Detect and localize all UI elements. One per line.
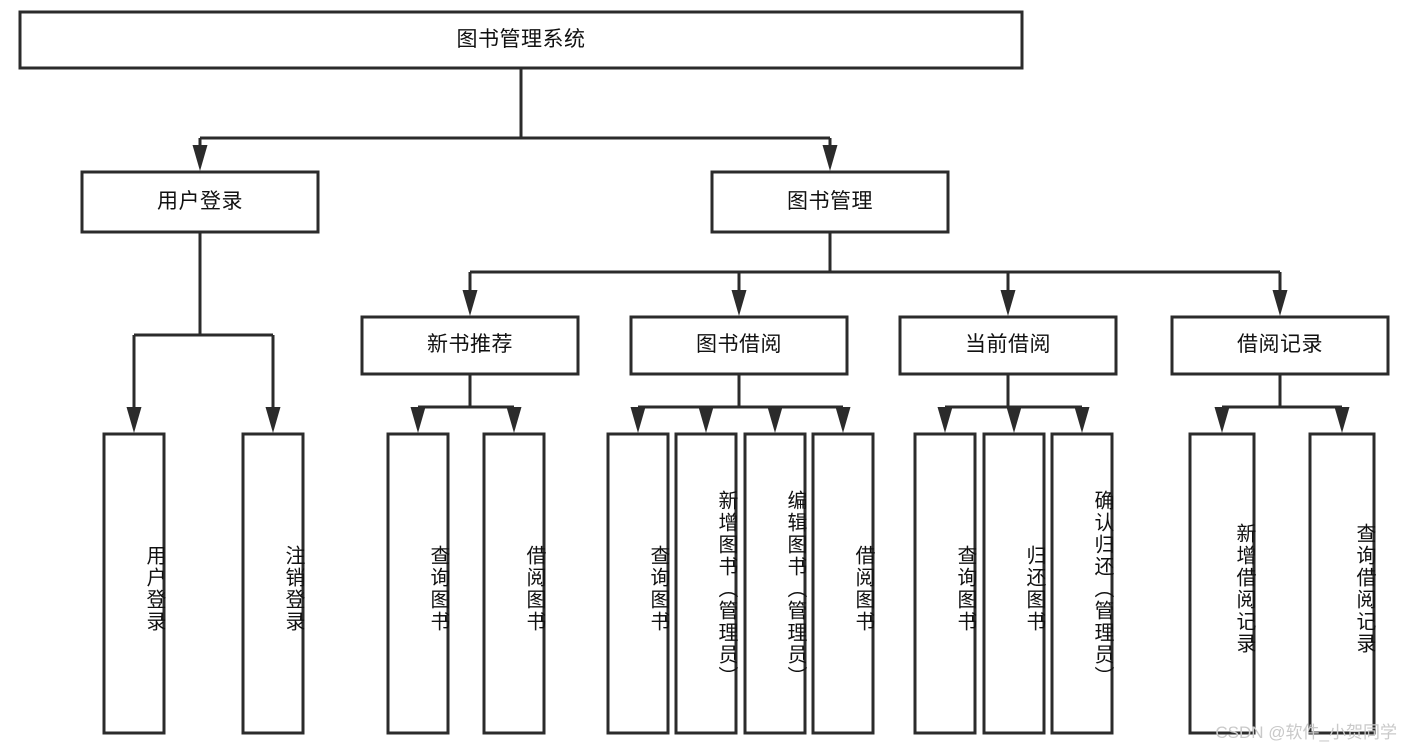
node-leaf-add-record[interactable]	[1190, 434, 1254, 733]
arrow-head-icon	[1074, 407, 1090, 433]
arrow-head-icon	[410, 407, 426, 433]
arrow-head-icon	[937, 407, 953, 433]
node-box-leaf-return-book[interactable]	[982, 432, 1046, 735]
node-leaf-query-book-2[interactable]	[608, 434, 668, 733]
watermark: CSDN @软件_小贺同学	[1215, 723, 1397, 742]
edge-layer	[126, 68, 1350, 433]
arrow-head-icon	[822, 145, 838, 171]
node-box-leaf-user-logout[interactable]	[241, 432, 305, 735]
node-box-new-book-rec[interactable]	[360, 315, 580, 376]
node-leaf-confirm-return[interactable]	[1052, 434, 1112, 733]
arrow-head-icon	[462, 290, 478, 316]
node-box-leaf-query-book-3[interactable]	[913, 432, 977, 735]
arrow-head-icon	[630, 407, 646, 433]
arrow-head-icon	[506, 407, 522, 433]
arrow-head-icon	[698, 407, 714, 433]
arrow-head-icon	[835, 407, 851, 433]
node-leaf-query-book-3[interactable]	[915, 434, 975, 733]
node-layer	[18, 10, 1390, 735]
arrow-head-icon	[126, 407, 142, 433]
node-box-user-login[interactable]	[80, 170, 320, 234]
node-leaf-borrow-book-2[interactable]	[813, 434, 873, 733]
node-leaf-query-book-1[interactable]	[388, 434, 448, 733]
node-new-book-rec[interactable]	[362, 317, 578, 374]
node-box-leaf-user-login[interactable]	[102, 432, 166, 735]
node-leaf-user-login[interactable]	[104, 434, 164, 733]
node-box-book-manage[interactable]	[710, 170, 950, 234]
arrow-head-icon	[731, 290, 747, 316]
node-box-leaf-add-record[interactable]	[1188, 432, 1256, 735]
node-box-leaf-add-book[interactable]	[674, 432, 738, 735]
node-book-manage[interactable]	[712, 172, 948, 232]
node-box-book-borrow[interactable]	[629, 315, 849, 376]
node-current-borrow[interactable]	[900, 317, 1116, 374]
node-book-borrow[interactable]	[631, 317, 847, 374]
node-box-borrow-record[interactable]	[1170, 315, 1390, 376]
arrow-head-icon	[1006, 407, 1022, 433]
node-leaf-query-record[interactable]	[1310, 434, 1374, 733]
node-borrow-record[interactable]	[1172, 317, 1388, 374]
node-leaf-borrow-book-1[interactable]	[484, 434, 544, 733]
node-box-leaf-edit-book[interactable]	[743, 432, 807, 735]
node-box-leaf-query-book-1[interactable]	[386, 432, 450, 735]
node-box-leaf-query-book-2[interactable]	[606, 432, 670, 735]
node-box-leaf-borrow-book-1[interactable]	[482, 432, 546, 735]
node-box-leaf-query-record[interactable]	[1308, 432, 1376, 735]
node-box-leaf-confirm-return[interactable]	[1050, 432, 1114, 735]
node-box-leaf-borrow-book-2[interactable]	[811, 432, 875, 735]
node-user-login[interactable]	[82, 172, 318, 232]
arrow-head-icon	[1334, 407, 1350, 433]
arrow-head-icon	[192, 145, 208, 171]
arrow-head-icon	[767, 407, 783, 433]
node-leaf-add-book[interactable]	[676, 434, 736, 733]
arrow-head-icon	[1272, 290, 1288, 316]
node-root[interactable]	[20, 12, 1022, 68]
node-box-current-borrow[interactable]	[898, 315, 1118, 376]
node-leaf-user-logout[interactable]	[243, 434, 303, 733]
node-leaf-return-book[interactable]	[984, 434, 1044, 733]
arrow-head-icon	[1214, 407, 1230, 433]
arrow-head-icon	[1000, 290, 1016, 316]
node-box-root[interactable]	[18, 10, 1024, 70]
arrow-head-icon	[265, 407, 281, 433]
node-leaf-edit-book[interactable]	[745, 434, 805, 733]
